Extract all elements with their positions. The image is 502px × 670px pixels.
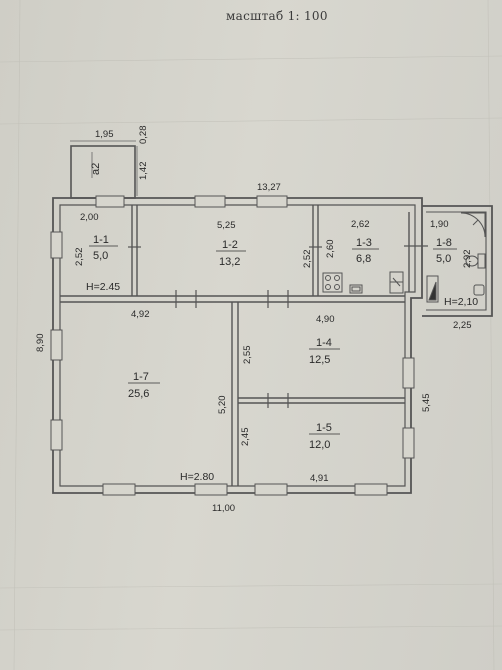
room-area: 25,6: [128, 388, 149, 400]
room-id: 1-8: [436, 237, 452, 249]
dimension: 5,45: [421, 394, 432, 413]
dimension: 2,52: [302, 250, 313, 269]
dimension: 4,92: [131, 309, 150, 320]
dimension: 2,92: [462, 250, 473, 269]
room-labels: 1-1 5,0 1-2 13,2 1-3 6,8 1-8 5,0 1-7 25,…: [89, 163, 457, 451]
annex-label: а2: [90, 163, 102, 175]
dimension: 4,90: [316, 314, 335, 325]
room-id: 1-7: [133, 371, 149, 383]
room-area: 6,8: [356, 253, 371, 265]
dimension: 8,90: [35, 334, 46, 353]
room-id: 1-1: [93, 234, 109, 246]
room-id: 1-2: [222, 239, 238, 251]
dimension: 5,20: [217, 396, 228, 415]
dimension: 1,42: [138, 162, 149, 181]
dimension-labels: 1,95 0,28 1,42 13,27 8,90 11,00 5,45 2,0…: [35, 126, 473, 515]
dimension: 2,45: [240, 428, 251, 447]
boiler-icon: [389, 271, 404, 294]
interior-walls: [60, 205, 410, 486]
scale-title: масштаб 1: 100: [226, 9, 328, 23]
dimension: 13,27: [257, 182, 281, 193]
ceiling-heights: H=2.45 H=2,10 H=2.80: [86, 281, 478, 483]
dimension: 2,00: [80, 212, 99, 223]
stove-icon: [322, 272, 343, 293]
room-id: 1-3: [356, 237, 372, 249]
dimension: 2,55: [242, 346, 253, 365]
dimension: 2,52: [74, 248, 85, 267]
annex-a2: [70, 145, 136, 199]
room-id: 1-4: [316, 337, 332, 349]
dimension: 2,60: [325, 240, 336, 259]
dimension: 11,00: [212, 503, 235, 514]
shower-icon: [460, 212, 486, 238]
height-label: H=2.45: [86, 281, 120, 293]
room-area: 5,0: [93, 250, 108, 262]
windows: [50, 195, 415, 496]
room-area: 13,2: [219, 256, 240, 268]
exterior-walls: [52, 197, 493, 494]
dimension: 1,90: [430, 219, 449, 230]
room-area: 12,0: [309, 439, 330, 451]
dimension: 2,62: [351, 219, 370, 230]
sink-icon: [349, 284, 363, 294]
dimension: 0,28: [138, 126, 149, 145]
dimension-lines: [70, 140, 138, 196]
toilet-icon: [465, 253, 486, 269]
bathtub-icon: [426, 275, 439, 303]
height-label: H=2,10: [444, 296, 478, 308]
dimension: 1,95: [95, 129, 114, 140]
room-area: 5,0: [436, 253, 451, 265]
dimension: 2,25: [453, 320, 472, 331]
dimension: 4,91: [310, 473, 329, 484]
height-label: H=2.80: [180, 471, 214, 483]
doors: [128, 245, 428, 408]
room-id: 1-5: [316, 422, 332, 434]
dimension: 5,25: [217, 220, 236, 231]
washbasin-icon: [473, 284, 485, 296]
room-area: 12,5: [309, 354, 330, 366]
